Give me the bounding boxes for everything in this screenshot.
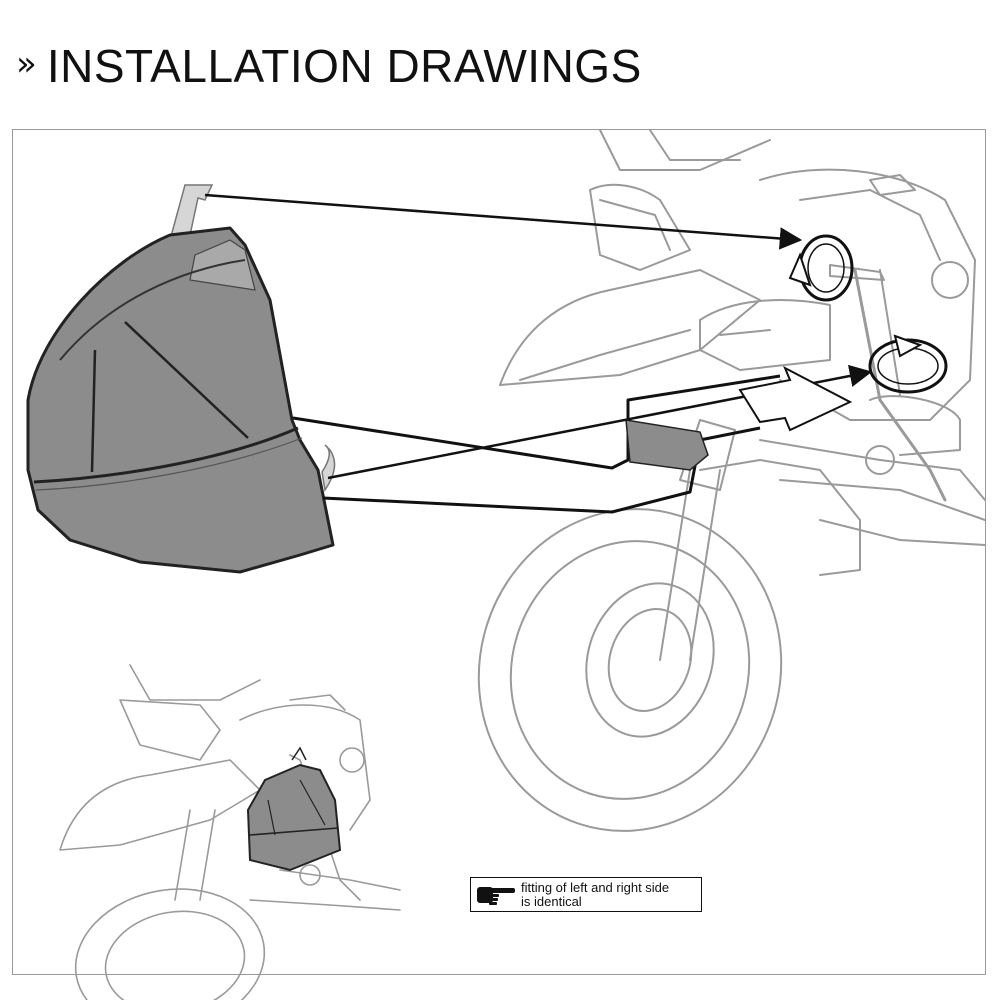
pointing-hand-icon: [471, 878, 521, 911]
large-bag-illustration: [26, 184, 336, 574]
chevron-icon: »: [16, 44, 37, 84]
connector-arrows: [204, 193, 873, 480]
page-title: INSTALLATION DRAWINGS: [46, 40, 642, 92]
front-wheel: [477, 508, 783, 832]
insertion-arrow: [738, 365, 853, 432]
note-text: fitting of left and right side is identi…: [521, 879, 670, 909]
motorcycle-small-illustration: [59, 664, 401, 1000]
rotate-upper-icon: [788, 234, 854, 302]
note-line-1: fitting of left and right side: [521, 879, 670, 895]
page-header: » INSTALLATION DRAWINGS: [16, 36, 642, 96]
drawing-frame: [12, 129, 986, 975]
rotate-lower-icon: [868, 334, 948, 394]
motorcycle-large-illustration: [477, 129, 986, 832]
note-line-2: is identical: [521, 893, 582, 909]
small-installed-bag: [246, 746, 342, 872]
bag-shadow-on-bike: [625, 419, 709, 471]
side-hook: [321, 444, 336, 492]
strap-path-outline: [292, 374, 781, 514]
top-hook-arrow: [204, 193, 803, 250]
note-box: fitting of left and right side is identi…: [470, 877, 702, 912]
